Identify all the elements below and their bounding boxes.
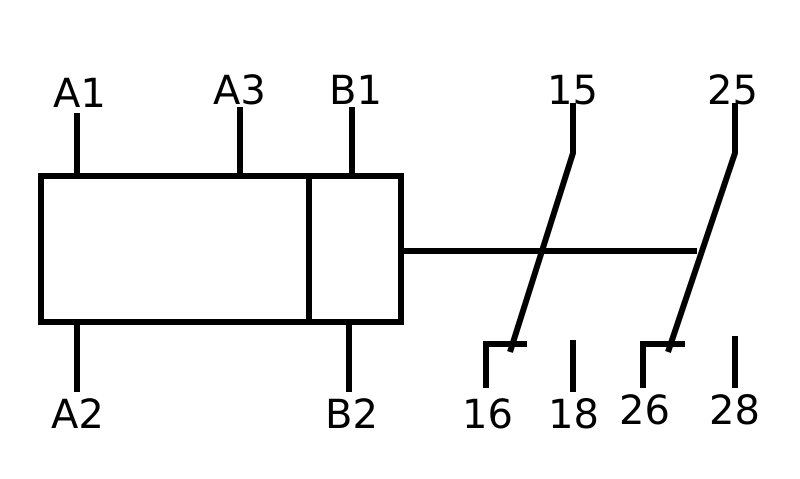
label-15: 15 xyxy=(547,68,598,114)
label-18: 18 xyxy=(548,392,599,438)
label-a2: A2 xyxy=(51,392,104,438)
label-16: 16 xyxy=(462,392,513,438)
label-28: 28 xyxy=(709,388,760,434)
label-26: 26 xyxy=(619,388,670,434)
contact-15-lever xyxy=(507,103,576,353)
label-a1: A1 xyxy=(53,71,106,117)
label-25: 25 xyxy=(707,68,758,114)
contact-26-terminal xyxy=(640,341,685,388)
contact-16-terminal xyxy=(483,341,527,388)
label-a3: A3 xyxy=(213,68,266,114)
contact-25-lever xyxy=(665,103,738,353)
label-b2: B2 xyxy=(325,392,378,438)
label-b1: B1 xyxy=(329,68,382,114)
coil-body xyxy=(38,173,404,325)
